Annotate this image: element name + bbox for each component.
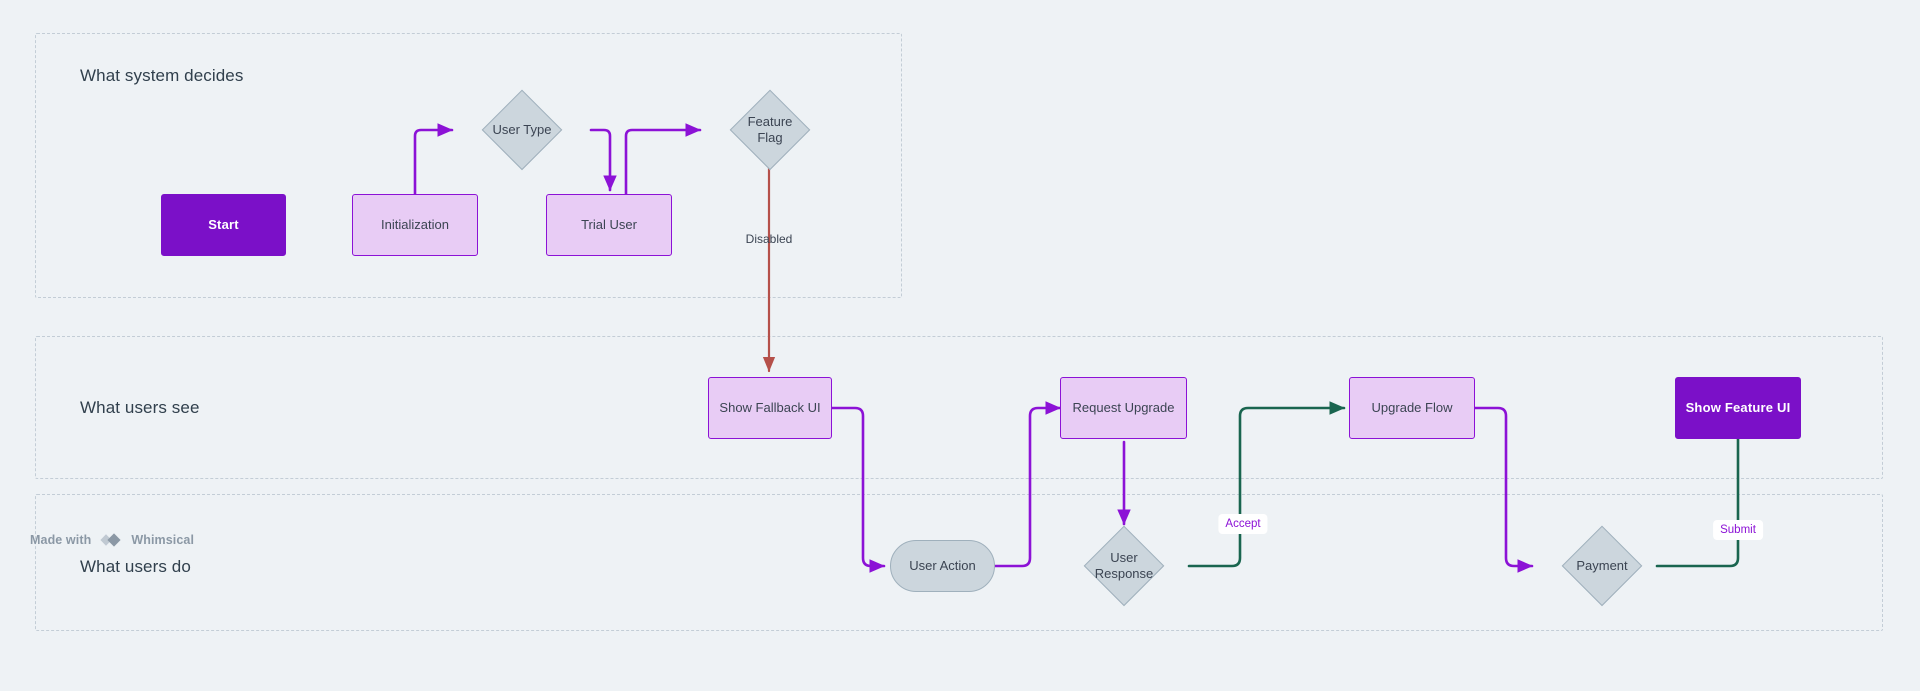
swimlane-label-what-users-do: What users do bbox=[80, 557, 191, 576]
node-initialization[interactable]: Initialization bbox=[352, 194, 478, 256]
node-user-response-label: User Response bbox=[1094, 549, 1154, 581]
node-user-response[interactable]: User Response bbox=[1054, 525, 1194, 607]
edge-label-disabled: Disabled bbox=[745, 232, 793, 246]
swimlane-label-what-users-see: What users see bbox=[80, 398, 200, 417]
whimsical-logo-icon bbox=[98, 532, 124, 548]
watermark-brand: Whimsical bbox=[131, 533, 195, 547]
node-upgrade-flow[interactable]: Upgrade Flow bbox=[1349, 377, 1475, 439]
node-request-upgrade[interactable]: Request Upgrade bbox=[1060, 377, 1187, 439]
node-start[interactable]: Start bbox=[161, 194, 286, 256]
node-payment[interactable]: Payment bbox=[1532, 525, 1672, 607]
edge-label-accept: Accept bbox=[1218, 514, 1268, 534]
whimsical-watermark[interactable]: Made with Whimsical bbox=[30, 532, 194, 548]
node-user-type-label: User Type bbox=[492, 121, 552, 137]
swimlane-label-what-system-decides: What system decides bbox=[80, 66, 244, 85]
edge-label-submit: Submit bbox=[1713, 520, 1763, 540]
node-user-action[interactable]: User Action bbox=[890, 540, 995, 592]
node-feature-flag-label: Feature Flag bbox=[747, 113, 793, 145]
node-feature-flag[interactable]: Feature Flag bbox=[700, 89, 840, 171]
swimlane-what-users-see[interactable] bbox=[35, 336, 1883, 479]
node-user-type[interactable]: User Type bbox=[452, 89, 592, 171]
swimlane-what-users-do[interactable] bbox=[35, 494, 1883, 631]
node-trial-user[interactable]: Trial User bbox=[546, 194, 672, 256]
node-show-feature-ui[interactable]: Show Feature UI bbox=[1675, 377, 1801, 439]
node-show-fallback-ui[interactable]: Show Fallback UI bbox=[708, 377, 832, 439]
node-payment-label: Payment bbox=[1576, 557, 1628, 573]
watermark-prefix: Made with bbox=[30, 533, 92, 547]
swimlane-what-system-decides[interactable] bbox=[35, 33, 902, 298]
